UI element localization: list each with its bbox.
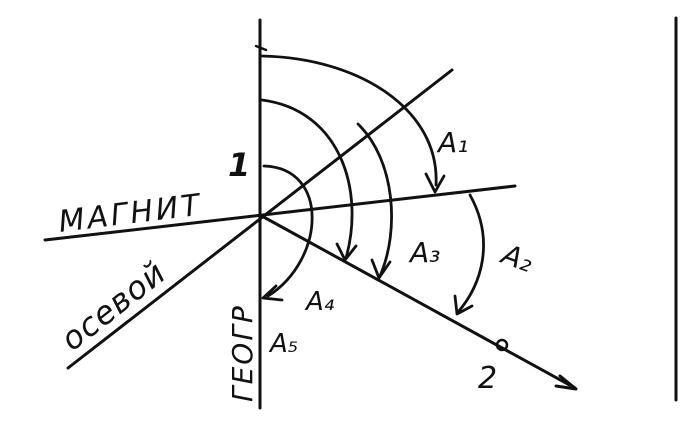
north-tick xyxy=(254,44,268,52)
label-a1: A₁ xyxy=(436,126,468,159)
arc-inner xyxy=(260,98,354,260)
label-a3: A₃ xyxy=(408,236,440,269)
direction-arrowhead xyxy=(554,374,578,391)
label-point-1: 1 xyxy=(228,146,250,184)
point-2-marker xyxy=(495,338,509,352)
label-axial: осевой xyxy=(54,253,174,358)
arc-a4-arrow xyxy=(261,284,284,302)
label-a5: A₅ xyxy=(268,329,298,359)
axial-meridian-line xyxy=(66,68,454,370)
arc-a2-arrow xyxy=(453,294,474,316)
arc-a2 xyxy=(456,193,485,314)
label-a4: A₄ xyxy=(304,287,335,317)
arc-a3 xyxy=(356,122,393,278)
direction-line-1-2 xyxy=(258,213,577,390)
label-geographic: ГЕОГР xyxy=(226,304,259,402)
magnetic-meridian-line xyxy=(43,184,517,242)
label-point-2: 2 xyxy=(478,361,497,396)
arc-inner-arrow xyxy=(335,242,358,262)
label-a2: A₂ xyxy=(496,237,538,279)
arc-a3-arrow xyxy=(370,258,392,280)
arc-a1-arrow xyxy=(424,172,446,194)
arc-a1 xyxy=(260,54,438,187)
label-magnetic: МАГНИТ xyxy=(57,188,205,240)
arc-a4 xyxy=(262,164,314,298)
